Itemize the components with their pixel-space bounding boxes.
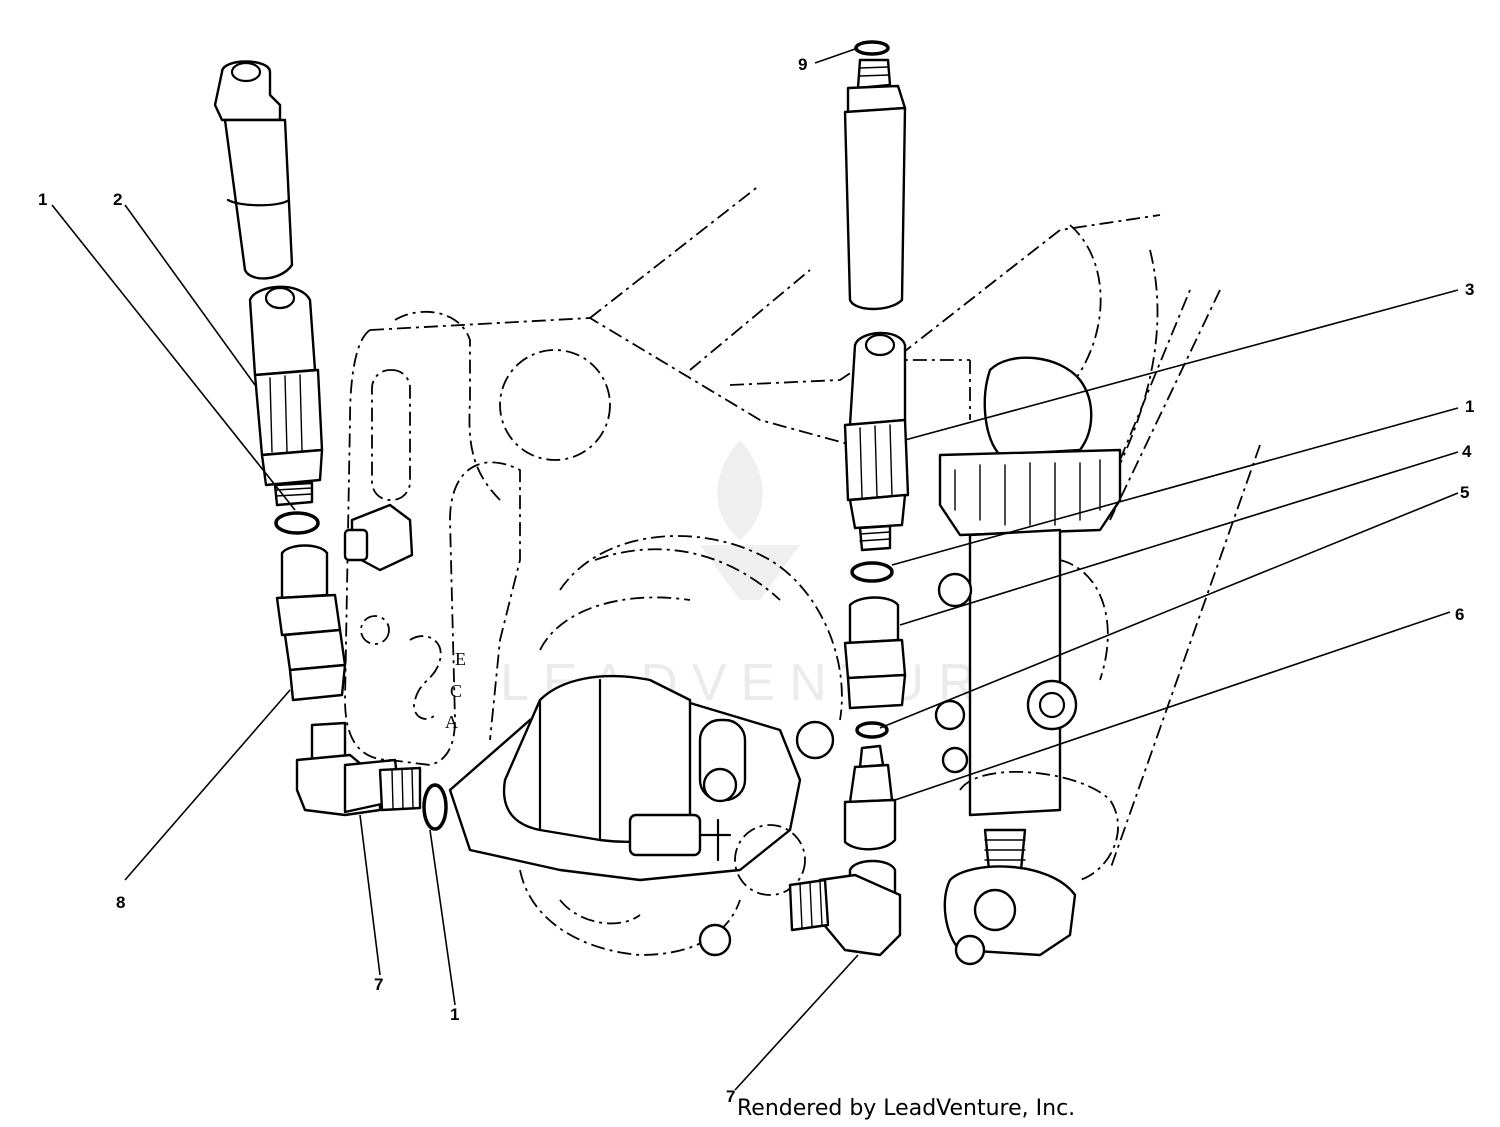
callout-6: 6: [1455, 605, 1464, 624]
callout-labels: 1 2 3 1 4 5 6 9 8 7 1 7: [38, 55, 1474, 1106]
callout-4: 4: [1462, 442, 1472, 461]
callout-5: 5: [1460, 483, 1469, 502]
callout-9: 9: [798, 55, 807, 74]
stamp-letter-a: A: [445, 712, 458, 732]
callout-2: 2: [113, 190, 122, 209]
callout-1-right: 1: [1465, 397, 1474, 416]
stamp-letter-c: C: [450, 681, 462, 701]
callout-1-top-left: 1: [38, 190, 47, 209]
o-ring-9: [854, 40, 890, 56]
frame-outline: [369, 184, 1261, 871]
credit-text: Rendered by LeadVenture, Inc.: [737, 1096, 1075, 1121]
leader-lines: [51, 47, 1459, 1091]
left-o-ring-upper: [274, 511, 320, 535]
right-o-ring-lower: [855, 721, 889, 739]
callout-3: 3: [1465, 280, 1474, 299]
callout-8: 8: [116, 893, 125, 912]
callout-7-bottom: 7: [726, 1087, 735, 1106]
right-o-ring-upper: [850, 561, 894, 583]
stamp-letter-e: E: [455, 649, 466, 669]
left-o-ring-side: [422, 783, 448, 831]
callout-7-left: 7: [374, 975, 383, 994]
left-hose-assembly: [213, 60, 448, 831]
right-hose-assembly: [788, 40, 910, 957]
mounting-bracket: E C A: [343, 310, 611, 766]
callout-1-bottom: 1: [450, 1005, 459, 1024]
hydraulic-pump: [448, 535, 843, 957]
